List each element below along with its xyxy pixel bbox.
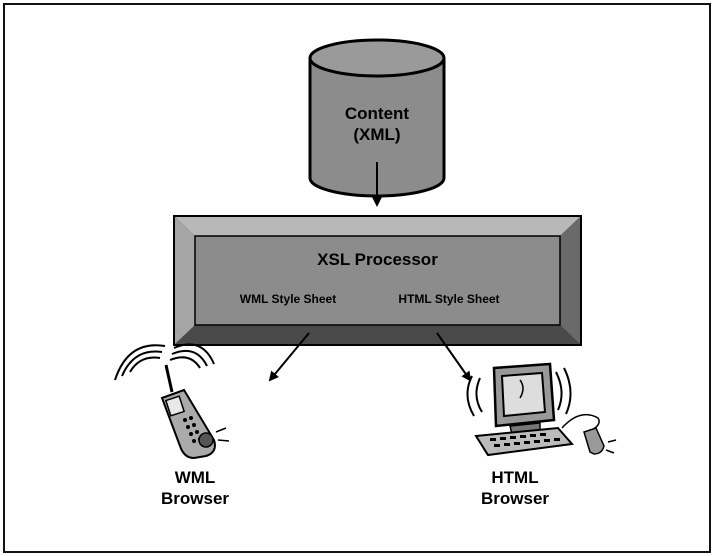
html-style-sheet-label: HTML Style Sheet: [398, 292, 500, 306]
arrow-to-wml-browser: [268, 332, 310, 382]
wml-browser-label-line1: WML: [174, 468, 216, 487]
arrow-to-html-browser: [436, 332, 472, 382]
processor-title: XSL Processor: [317, 250, 438, 269]
wml-browser-label-line2: Browser: [160, 489, 230, 508]
desktop-computer-icon: [466, 362, 617, 457]
html-browser-label-line1: HTML: [491, 468, 539, 487]
database-label-line2: (XML): [353, 125, 401, 144]
xsl-processor-box: [173, 215, 582, 346]
mobile-phone-icon: [114, 343, 230, 460]
html-browser-label-line2: Browser: [480, 489, 550, 508]
database-label-line1: Content: [344, 104, 410, 123]
diagram-frame: [3, 3, 711, 553]
wml-style-sheet-label: WML Style Sheet: [239, 292, 337, 306]
content-database-cylinder: [308, 38, 446, 198]
